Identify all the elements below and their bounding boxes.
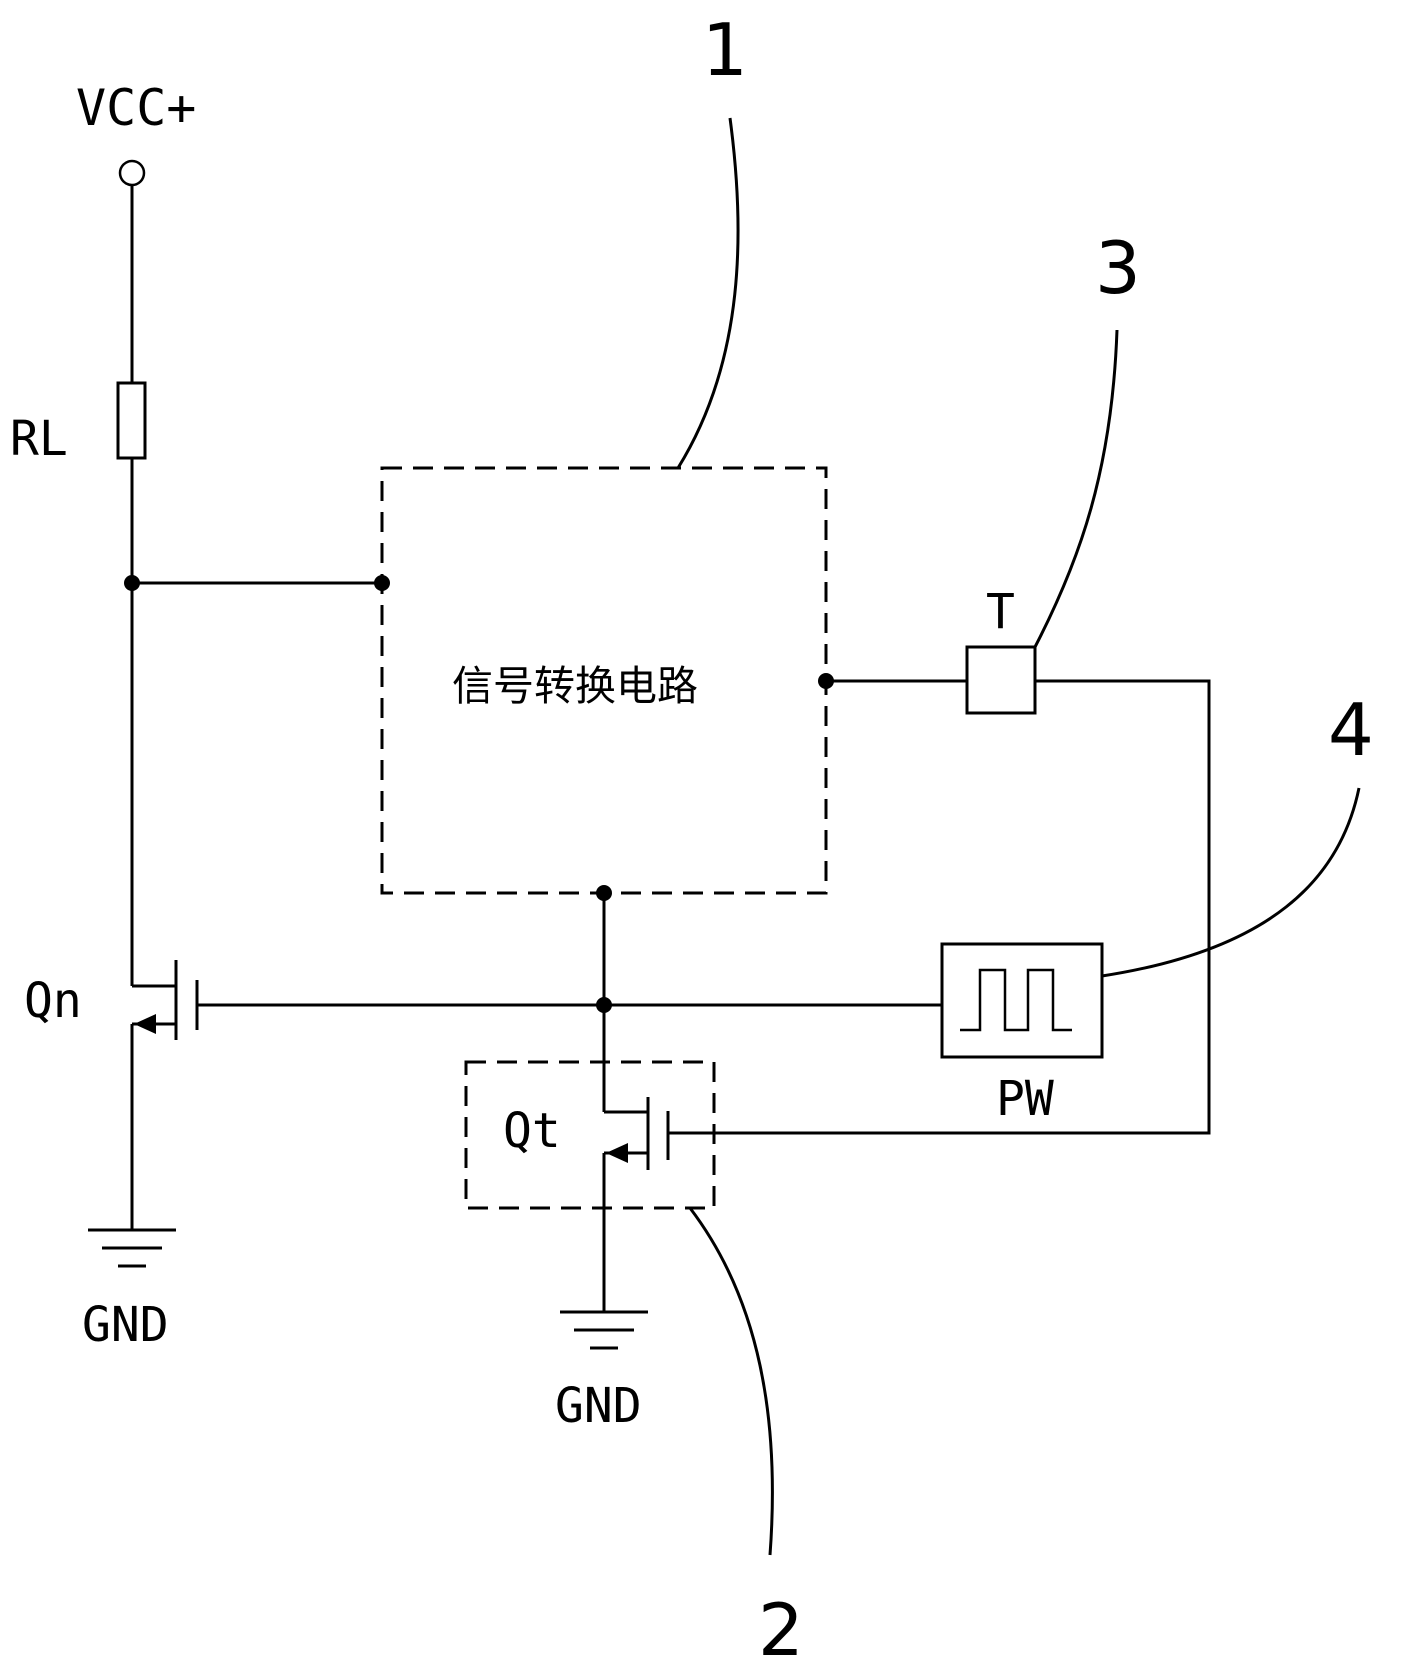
callout-3-leader	[1033, 329, 1119, 648]
callout-1-leader	[676, 117, 740, 469]
callout-4-number: 4	[1328, 688, 1374, 772]
vcc-terminal	[118, 159, 146, 383]
qt-label: Qt	[503, 1103, 561, 1159]
callout-1-number: 1	[702, 8, 748, 92]
callout-4-leader	[1101, 787, 1361, 978]
callout-2-leader	[688, 1207, 774, 1556]
wire-t-to-right-rail	[714, 679, 1211, 1135]
rl-label: RL	[10, 411, 68, 467]
vcc-label: VCC+	[76, 79, 196, 137]
ground-symbol-center	[560, 1310, 648, 1350]
signal-conversion-label: 信号转换电路	[452, 662, 698, 710]
transistor-qt	[602, 1005, 714, 1312]
callout-2-number: 2	[758, 1588, 804, 1672]
gnd-left-label: GND	[82, 1297, 169, 1353]
callout-3-number: 3	[1095, 226, 1141, 310]
pulse-source-pw	[940, 942, 1104, 1059]
gnd-center-label: GND	[555, 1378, 642, 1434]
transistor-qn	[130, 960, 199, 1230]
resistor-rl	[116, 381, 147, 460]
ground-symbol-left	[88, 1228, 176, 1268]
component-t	[965, 645, 1037, 715]
qn-label: Qn	[24, 973, 82, 1029]
pulse-waveform-icon	[960, 968, 1072, 1032]
qt-block	[464, 1060, 716, 1210]
pw-label: PW	[996, 1071, 1054, 1127]
t-label: T	[986, 584, 1015, 640]
